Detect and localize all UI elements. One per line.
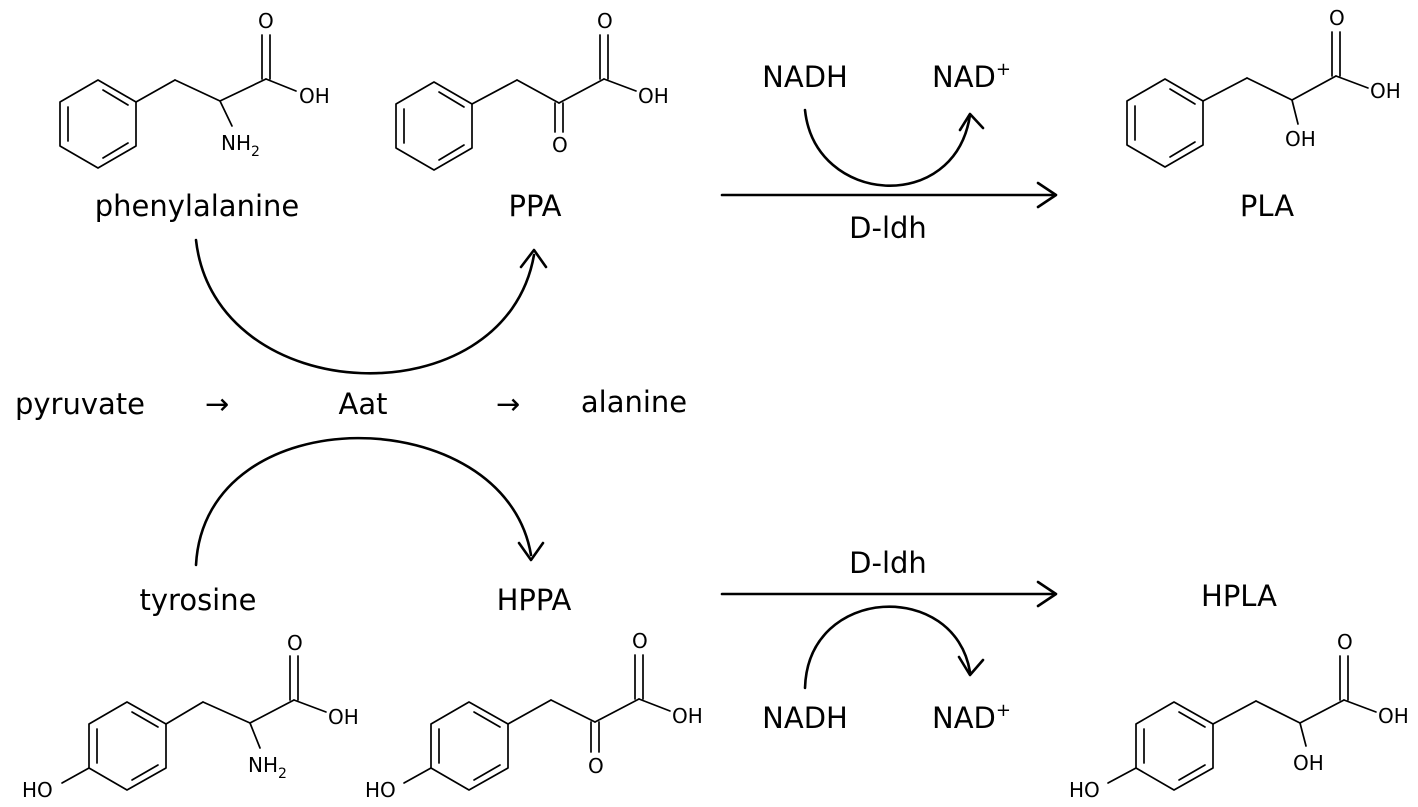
ppa-label: PPA bbox=[509, 189, 562, 223]
hppa-arrowhead bbox=[517, 541, 545, 562]
hydroxyl-label: OH bbox=[328, 705, 359, 729]
hydroxyl-label: OH bbox=[638, 84, 669, 108]
dldh-top-arrowhead bbox=[1036, 181, 1058, 209]
carbonyl-oxygen-label: O bbox=[287, 631, 303, 655]
ppa-arrowhead bbox=[519, 248, 548, 269]
tyrosine-to-hppa-arrow bbox=[194, 436, 533, 567]
phenylalanine-to-ppa-arrow bbox=[194, 238, 536, 375]
phenol-hydroxyl-label: HO bbox=[22, 778, 53, 802]
hydroxyl-label: OH bbox=[1378, 704, 1409, 728]
alanine-label: alanine bbox=[581, 385, 687, 419]
carbonyl-oxygen-label: O bbox=[632, 629, 648, 653]
dldh-bottom-label: D-ldh bbox=[849, 546, 927, 580]
amino-label: NH2 bbox=[248, 753, 287, 782]
phenylalanine-label: phenylalanine bbox=[95, 189, 300, 223]
hppa-label: HPPA bbox=[497, 583, 572, 617]
hpla-label: HPLA bbox=[1201, 579, 1277, 613]
aat-enzyme-label: Aat bbox=[339, 387, 388, 421]
tyrosine-label: tyrosine bbox=[140, 583, 257, 617]
hydroxyl-label: OH bbox=[672, 704, 703, 728]
carbonyl-oxygen-label: O bbox=[258, 9, 274, 33]
dldh-bottom-arrowhead bbox=[1036, 580, 1058, 608]
nad-arrowhead bbox=[958, 112, 985, 132]
hydroxyl-label: OH bbox=[1370, 79, 1401, 103]
amino-label: NH2 bbox=[221, 131, 260, 160]
phenol-hydroxyl-label: HO bbox=[1069, 778, 1100, 802]
keto-oxygen-label: O bbox=[552, 133, 568, 157]
nad-top-label: NAD+ bbox=[932, 59, 1011, 94]
hppa-structure: O O OH HO bbox=[365, 629, 703, 802]
carbonyl-oxygen-label: O bbox=[1337, 630, 1353, 654]
phenylalanine-structure: O OH NH2 bbox=[59, 9, 330, 169]
pla-structure: O OH OH bbox=[1126, 6, 1401, 168]
hydroxyl-label: OH bbox=[299, 84, 330, 108]
nadh-to-nad-bottom-arrow bbox=[803, 605, 972, 690]
nad-bottom-arrowhead bbox=[957, 655, 985, 677]
hpla-structure: O OH OH HO bbox=[1069, 630, 1409, 802]
ppa-structure: O O OH bbox=[395, 9, 669, 171]
alpha-hydroxyl-label: OH bbox=[1293, 751, 1324, 775]
pla-label: PLA bbox=[1240, 189, 1294, 223]
phenol-hydroxyl-label: HO bbox=[365, 778, 396, 802]
pyruvate-to-aat-arrow: → bbox=[205, 387, 229, 421]
nad-bottom-label: NAD+ bbox=[932, 700, 1011, 735]
tyrosine-structure: O OH HO NH2 bbox=[22, 631, 359, 802]
alpha-hydroxyl-label: OH bbox=[1285, 127, 1316, 151]
dldh-top-label: D-ldh bbox=[849, 211, 927, 245]
aat-to-alanine-arrow: → bbox=[496, 387, 520, 421]
nadh-top-label: NADH bbox=[762, 60, 848, 94]
nadh-bottom-label: NADH bbox=[762, 701, 848, 735]
nadh-to-nad-arrow bbox=[803, 108, 972, 188]
carbonyl-oxygen-label: O bbox=[597, 9, 613, 33]
keto-oxygen-label: O bbox=[588, 754, 604, 778]
pyruvate-label: pyruvate bbox=[15, 387, 145, 421]
carbonyl-oxygen-label: O bbox=[1329, 6, 1345, 30]
